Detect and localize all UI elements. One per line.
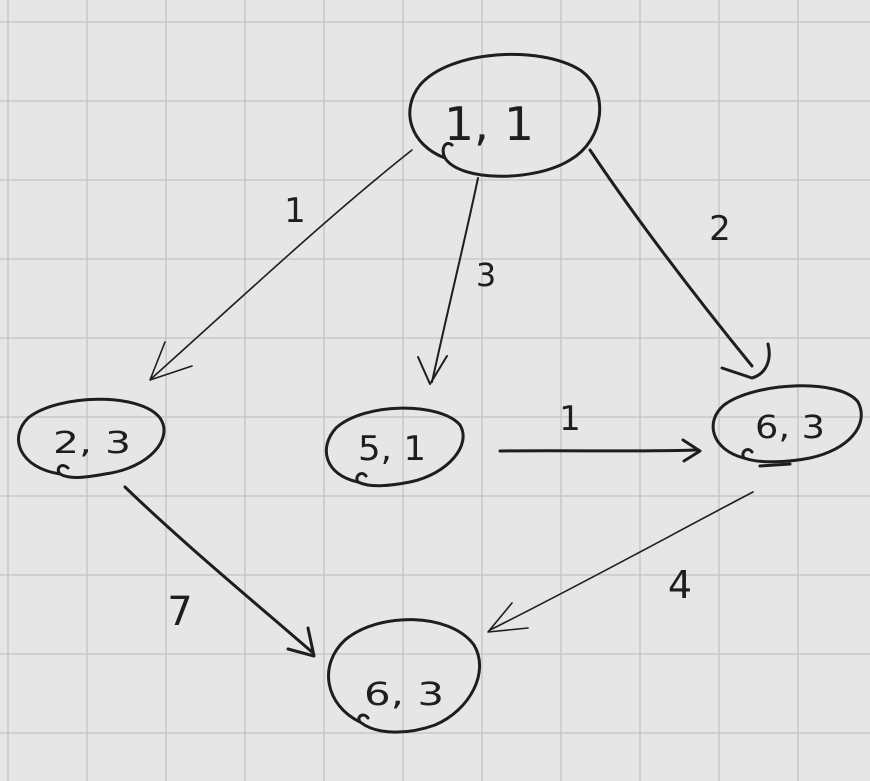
node-n11: 1, 1 — [408, 52, 602, 178]
edge-n11-n51 — [417, 177, 479, 385]
node-n23-label: 2, 3 — [53, 426, 131, 461]
edge-n23-n63b — [123, 485, 316, 658]
node-n11-label: 1, 1 — [444, 97, 534, 151]
edge-weight-n11-n63a: 2 — [709, 209, 731, 249]
edge-weight-n11-n51: 3 — [476, 256, 496, 294]
edge-weight-n51-n63a: 1 — [559, 399, 581, 439]
node-n63b: 6, 3 — [327, 618, 481, 734]
edge-weight-n11-n23: 1 — [284, 191, 306, 231]
edge-n11-n23 — [149, 149, 413, 381]
node-n51-label: 5, 1 — [358, 429, 426, 469]
node-n63a: 6, 3 — [711, 384, 863, 468]
edge-n63a-n63b — [487, 491, 754, 633]
edge-n11-n63a — [588, 148, 771, 380]
node-n63a-label: 6, 3 — [755, 408, 825, 446]
edge-weight-n23-n63b: 7 — [167, 589, 192, 635]
edge-n51-n63a — [498, 438, 702, 463]
node-n23: 2, 3 — [17, 397, 166, 479]
node-n51: 5, 1 — [324, 406, 465, 488]
node-n63b-label: 6, 3 — [364, 675, 444, 713]
edge-weight-n63a-n63b: 4 — [668, 563, 692, 607]
